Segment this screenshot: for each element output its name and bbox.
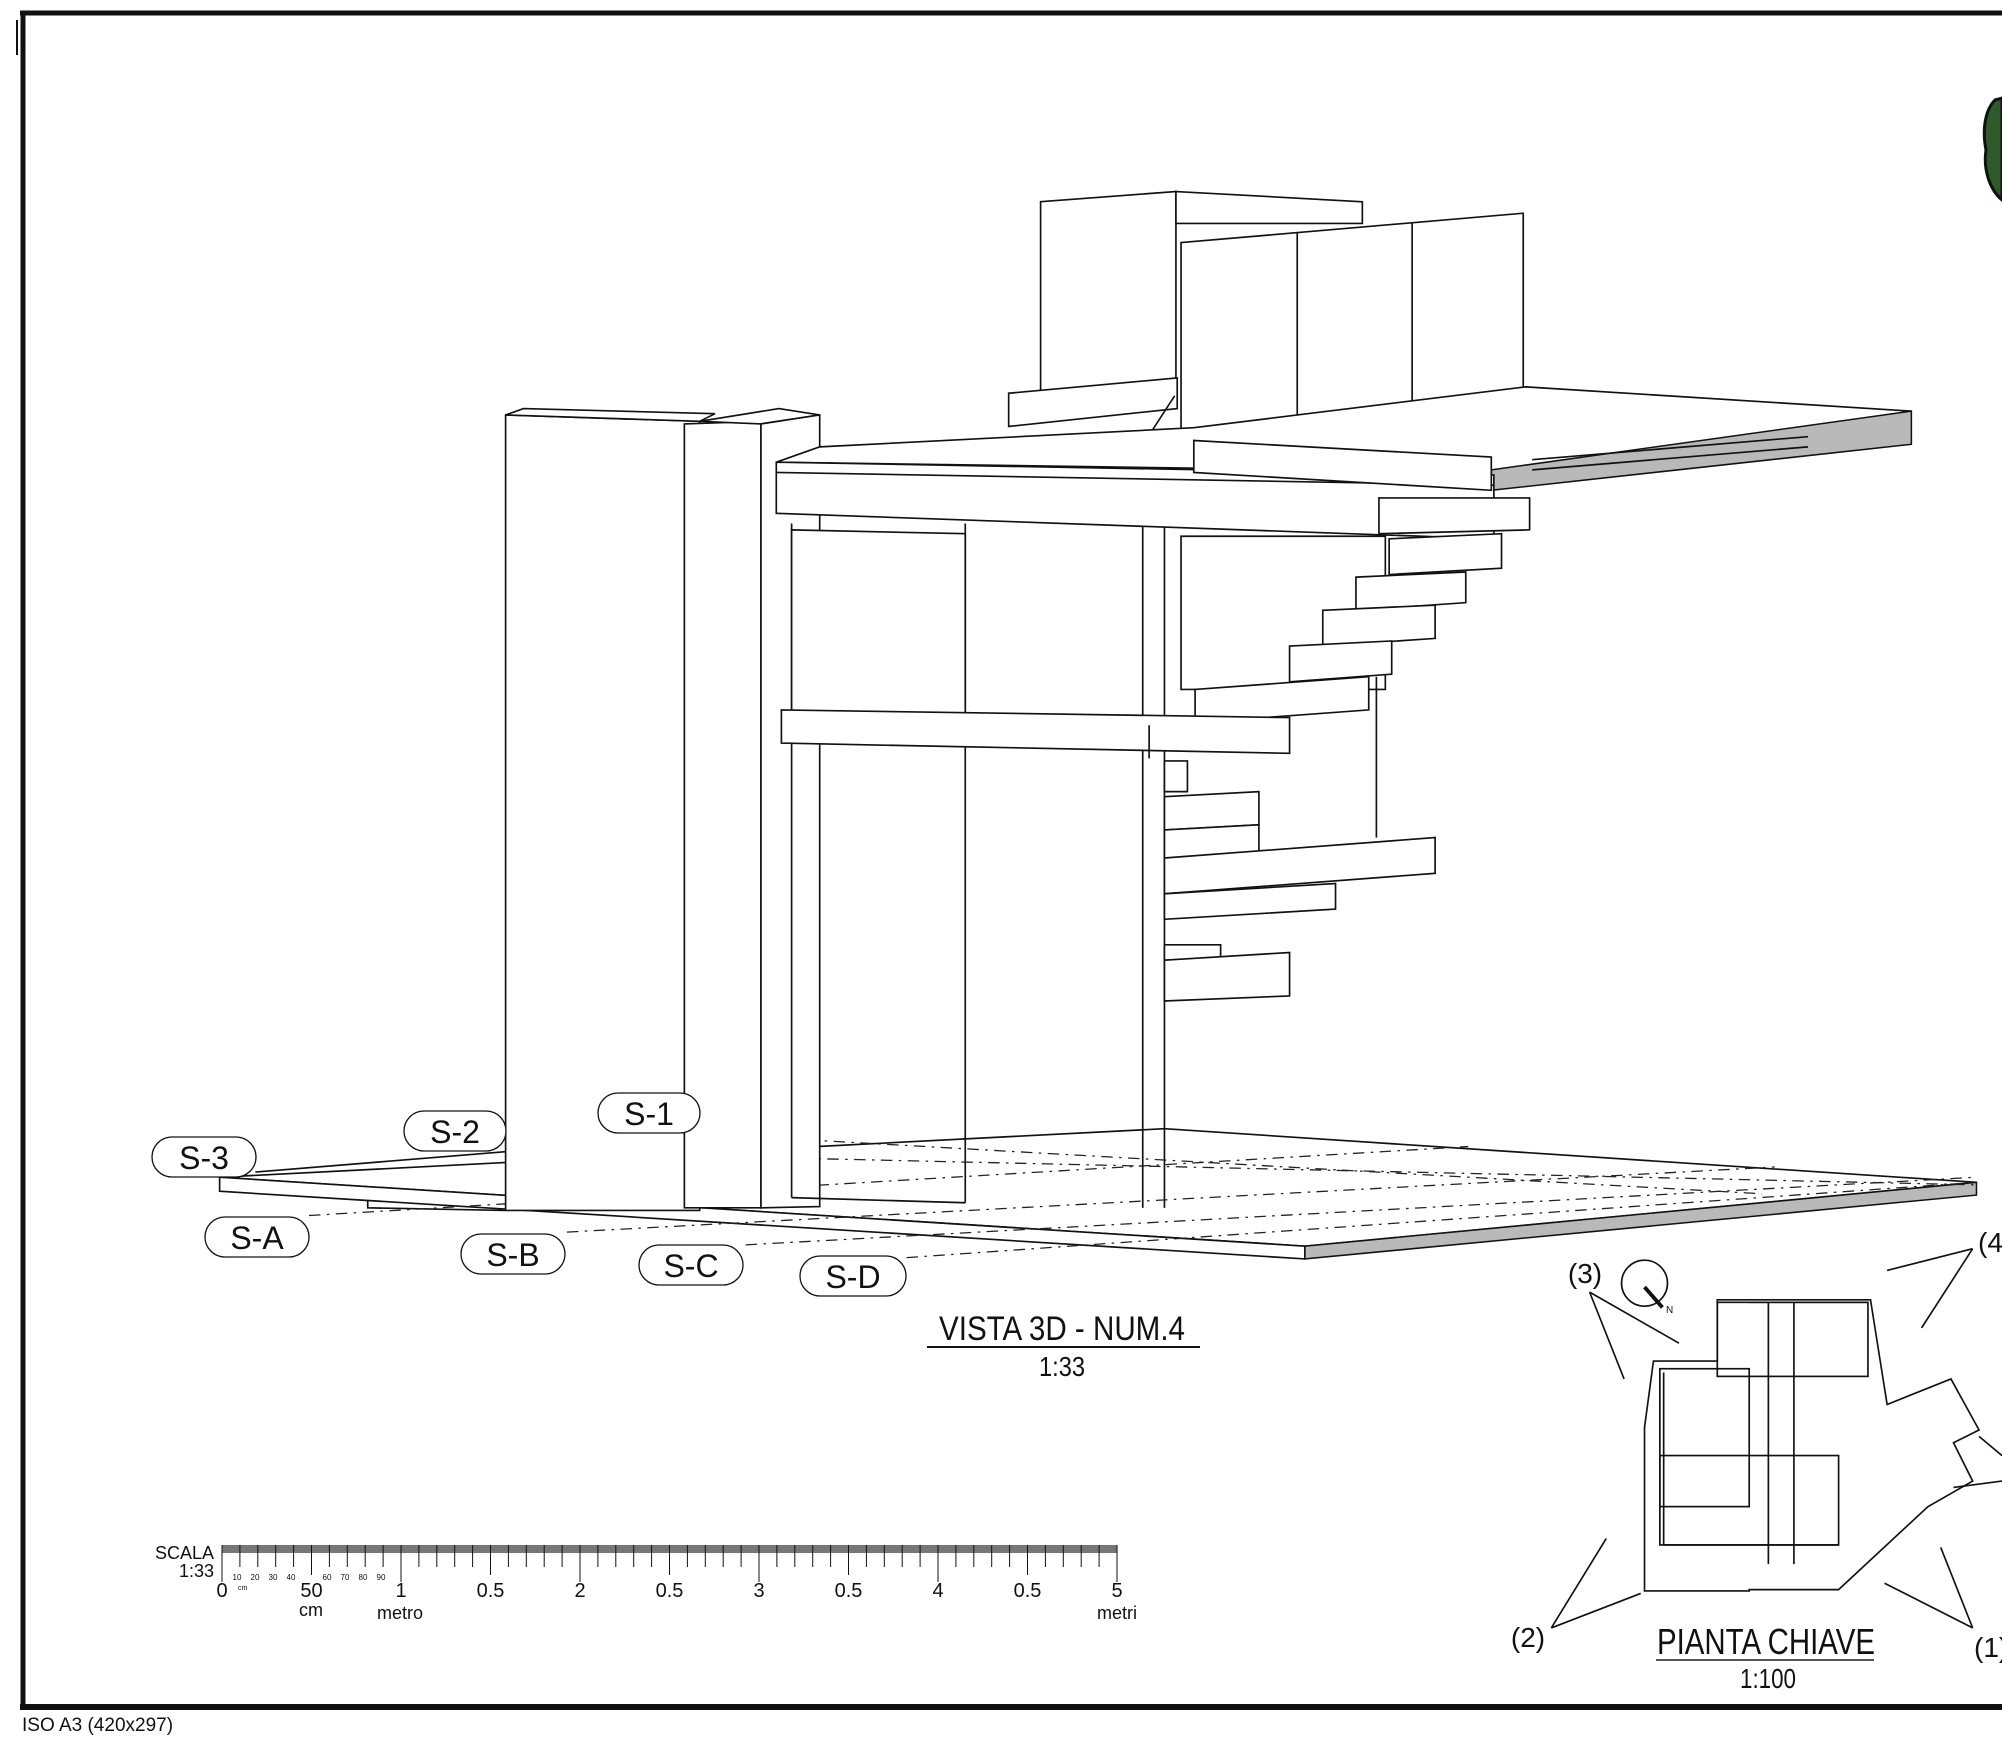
cm-tick-label: 40: [287, 1573, 296, 1582]
scale-major-label: 5: [1111, 1580, 1122, 1602]
grid-label: S-A: [230, 1220, 284, 1256]
key-plan-drawing: [1550, 1247, 2002, 1629]
scale-bar: SCALA 1:33 10 20 30 40 60 70 80 90 0 cm …: [155, 1543, 1137, 1623]
view-3d-title: VISTA 3D - NUM.4: [939, 1310, 1185, 1348]
scale-cm-labels: 10 20 30 40 60 70 80 90 0 cm: [216, 1573, 386, 1602]
cm-tick-label: 30: [269, 1573, 278, 1582]
view-3d-title-block: VISTA 3D - NUM.4 1:33: [927, 1310, 1200, 1382]
grid-label: S-2: [430, 1114, 480, 1150]
view-3d-scale: 1:33: [1039, 1351, 1085, 1382]
unit-metri: metri: [1097, 1603, 1137, 1623]
key-plan-title: PIANTA CHIAVE: [1657, 1621, 1875, 1662]
cm-tick-label: 90: [377, 1573, 386, 1582]
grid-bubble-sb: S-B: [460, 1233, 566, 1275]
sheet-frame: [16, 10, 2002, 1710]
scale-major-label: 0.5: [1014, 1580, 1042, 1602]
scale-major-label: 1: [395, 1580, 406, 1602]
grid-bubble-s3: S-3: [151, 1136, 257, 1178]
roof-slab: [775, 386, 1913, 540]
scale-major-label: 4: [932, 1580, 943, 1602]
scale-ruler-ticks: [221, 1545, 1118, 1582]
view-marker-4: (4): [1978, 1227, 2002, 1258]
grid-label: S-D: [825, 1259, 880, 1295]
key-plan-title-block: PIANTA CHIAVE 1:100 (3) (4) (2) (1) N: [1511, 1227, 2002, 1694]
grid-label: S-3: [179, 1140, 229, 1176]
scale-major-label: 0.5: [656, 1580, 684, 1602]
grid-label: S-C: [663, 1248, 718, 1284]
view-3d-model: [218, 190, 2002, 1629]
scale-major-label: 0.5: [477, 1580, 505, 1602]
grid-bubbles: S-3 S-2 S-1 S-A S-B S-C S-D: [151, 1092, 907, 1297]
grid-bubble-sc: S-C: [638, 1244, 744, 1286]
view-marker-2: (2): [1511, 1622, 1545, 1653]
grid-bubble-s2: S-2: [403, 1110, 507, 1152]
scale-major-label: 50: [300, 1580, 322, 1602]
columns: [504, 407, 1166, 1212]
zero-unit-label: cm: [238, 1585, 248, 1592]
grid-bubble-sa: S-A: [204, 1216, 310, 1258]
tree-symbol: [1982, 96, 2002, 202]
scale-label: SCALA: [155, 1543, 214, 1563]
mid-beam: [780, 709, 1291, 759]
key-plan-scale: 1:100: [1740, 1663, 1796, 1694]
view-marker-3: (3): [1568, 1258, 1602, 1289]
roof-walls: [1007, 190, 1525, 466]
grid-bubble-sd: S-D: [799, 1255, 907, 1297]
grid-label: S-1: [624, 1096, 674, 1132]
unit-metro: metro: [377, 1603, 423, 1623]
cm-tick-label: 80: [359, 1573, 368, 1582]
unit-cm: cm: [299, 1600, 323, 1620]
grid-label: S-B: [486, 1237, 539, 1273]
zero-label: 0: [216, 1580, 227, 1602]
cm-tick-label: 20: [251, 1573, 260, 1582]
stair-treads: [1163, 497, 1531, 1002]
cm-tick-label: 10: [233, 1573, 242, 1582]
view-marker-1: (1): [1974, 1632, 2002, 1663]
scale-ratio: 1:33: [179, 1561, 214, 1581]
scale-major-label: 3: [753, 1580, 764, 1602]
scale-major-labels: 50 1 0.5 2 0.5 3 0.5 4 0.5 5: [300, 1580, 1122, 1602]
scale-major-label: 0.5: [835, 1580, 863, 1602]
cm-tick-label: 60: [323, 1573, 332, 1582]
paper-format-label: ISO A3 (420x297): [22, 1715, 173, 1736]
scale-major-label: 2: [574, 1580, 585, 1602]
cm-tick-label: 70: [341, 1573, 350, 1582]
grid-bubble-s1: S-1: [597, 1092, 701, 1134]
north-label: N: [1666, 1305, 1673, 1316]
